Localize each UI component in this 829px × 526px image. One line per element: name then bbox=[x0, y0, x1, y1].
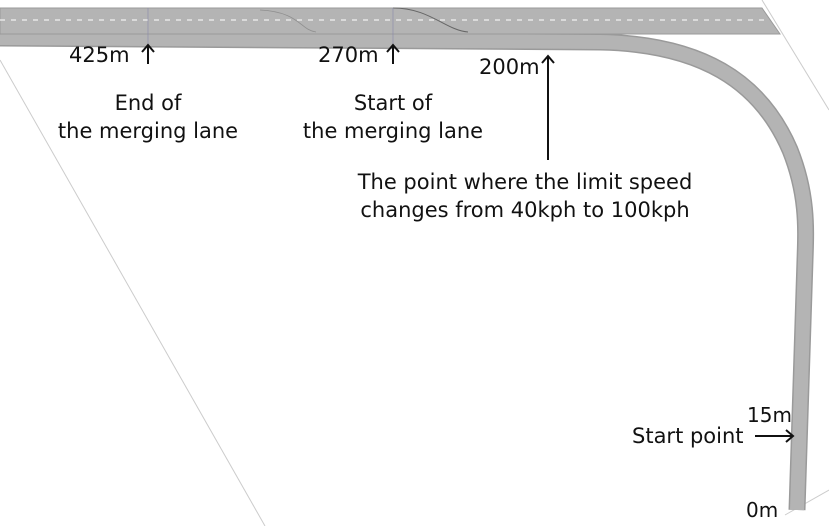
ramp bbox=[0, 29, 815, 511]
marker-425m-label: 425m bbox=[69, 43, 130, 67]
caption-line: The point where the limit speed bbox=[357, 170, 693, 194]
marker-270m-label: 270m bbox=[318, 43, 379, 67]
speed-limit-change-caption: The point where the limit speed changes … bbox=[358, 168, 693, 225]
start-point-caption: Start point bbox=[632, 424, 744, 448]
caption-line: changes from 40kph to 100kph bbox=[360, 198, 690, 223]
arrows bbox=[141, 43, 795, 443]
arrow-200m bbox=[541, 54, 555, 160]
start-of-merging-lane-caption: Start of the merging lane bbox=[303, 89, 483, 146]
caption-line: the merging lane bbox=[302, 119, 484, 144]
main-road bbox=[0, 7, 781, 44]
caption-line: End of bbox=[114, 91, 182, 115]
arrow-start-point bbox=[755, 429, 795, 443]
end-of-merging-lane-caption: End of the merging lane bbox=[58, 89, 238, 146]
marker-0m-label: 0m bbox=[746, 498, 779, 522]
arrow-425m bbox=[141, 43, 155, 64]
arrow-270m bbox=[386, 43, 400, 64]
marker-15m-label: 15m bbox=[747, 403, 792, 427]
marker-200m-label: 200m bbox=[479, 55, 540, 79]
caption-line: the merging lane bbox=[57, 119, 239, 144]
caption-line: Start of bbox=[353, 91, 433, 115]
